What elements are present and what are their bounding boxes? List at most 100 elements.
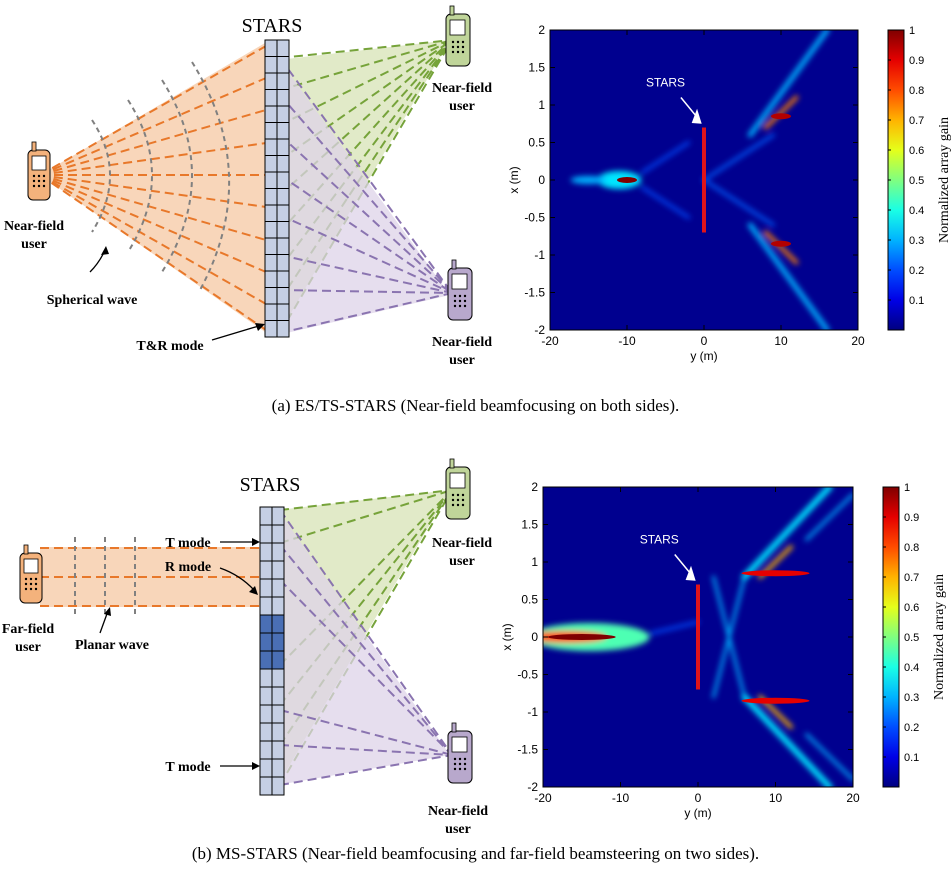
surface-element [271,506,285,526]
panel-a: STARS Near-field user Near-field user Ne… [0,0,951,430]
source-phone-icon [27,141,51,201]
colorbar-tick-label: 0.9 [904,512,919,524]
surface-element [264,221,278,239]
surface-element [271,686,285,706]
surface-element [276,39,290,57]
surface-element [271,650,285,670]
y-tick-label: -2 [527,780,538,794]
caption-a: (a) ES/TS-STARS (Near-field beamfocusing… [271,396,680,415]
y-tick-label: 0 [538,173,545,187]
focal-point [741,697,810,704]
arrow-head [252,762,260,770]
surface-element [259,524,273,544]
surface-element [259,542,273,562]
x-tick-label: -10 [612,791,630,805]
y-tick-label: -2 [534,323,545,337]
x-tick-label: -10 [618,334,636,348]
beam-intensity [805,733,853,781]
surface-element [259,632,273,652]
surface-element [271,722,285,742]
surface-element [259,650,273,670]
surface-element [276,138,290,156]
diagram-a: STARS Near-field user Near-field user Ne… [4,5,492,368]
surface-element [276,105,290,123]
surface-element [259,758,273,778]
surface-element [276,270,290,288]
colorbar-tick-label: 0.4 [909,205,924,217]
surface-element [276,188,290,206]
y-tick-label: 0.5 [528,136,545,150]
colorbar-tick-label: 0.4 [904,662,919,674]
y-tick-label: 0.5 [521,593,538,607]
surface-element [259,596,273,616]
surface-element [271,614,285,634]
surface-element [271,578,285,598]
bottom-user-label-1: Near-field [432,335,492,350]
surface-element [264,303,278,321]
x-tick-label: 0 [701,334,708,348]
colorbar-tick-label: 0.6 [909,145,924,157]
surface-element [276,303,290,321]
x-tick-label: 0 [695,791,702,805]
surface-element [271,740,285,760]
colorbar-tick-label: 0.9 [909,55,924,67]
y-axis-label: x (m) [500,623,514,650]
stars-annotation: STARS [646,75,685,89]
beam-intensity [763,95,799,130]
surface-element [259,578,273,598]
y-tick-label: -1.5 [524,286,545,300]
surface-element [276,287,290,305]
y-tick-label: -0.5 [517,668,538,682]
x-axis-label: y (m) [690,349,717,363]
top-user-label-2: user [449,99,475,114]
beam-intensity [640,141,691,174]
top-user-label-2: user [449,554,475,569]
diagram-b: STARS Far-field user Near-field user Nea… [2,458,492,835]
caption-b: (b) MS-STARS (Near-field beamfocusing an… [191,844,760,863]
top-user-label-1: Near-field [432,81,492,96]
colorbar-tick-label: 0.7 [904,572,919,584]
colorbar-tick-label: 0.5 [904,632,919,644]
surface-element [276,122,290,140]
y-tick-label: 1 [531,555,538,569]
beam-intensity [747,222,830,330]
bottom-beam-lines [279,57,453,334]
surface-element [264,171,278,189]
colorbar-tick-label: 0.3 [909,235,924,247]
stars-title: STARS [240,474,301,496]
surface-element [271,542,285,562]
colorbar-tick-label: 0.2 [904,722,919,734]
spherical-wave-arcs [91,61,230,291]
surface-element [264,89,278,107]
arrow-head [104,607,111,616]
x-tick-label: 10 [769,791,783,805]
surface-element [271,524,285,544]
source-beam-fill [40,43,265,332]
surface-element [264,320,278,338]
source-user-label-1: Far-field [2,622,55,637]
bottom-user-label-1: Near-field [428,804,488,819]
surface-element [259,704,273,724]
beam-intensity [570,176,607,184]
surface-element [259,614,273,634]
bottom-phone-icon [447,722,473,784]
colorbar-tick-label: 0.5 [909,175,924,187]
source-phone-icon [19,544,43,604]
mode-label: T&R mode [136,339,203,354]
surface-element [264,138,278,156]
colorbar-tick-label: 1 [909,25,915,37]
beam-intensity [741,487,833,580]
source-beam-lines [40,547,262,607]
surface-element [276,204,290,222]
y-tick-label: 1.5 [521,518,538,532]
arrow-head [249,586,258,595]
y-tick-label: 1.5 [528,61,545,75]
mode-label-r: R mode [165,560,211,575]
beam-intensity [702,133,775,182]
surface-element [259,560,273,580]
stars-annotation: STARS [640,532,679,546]
beam-intensity [763,230,799,265]
surface-element [264,270,278,288]
y-axis-label: x (m) [507,166,521,193]
colorbar-tick-label: 0.3 [904,692,919,704]
